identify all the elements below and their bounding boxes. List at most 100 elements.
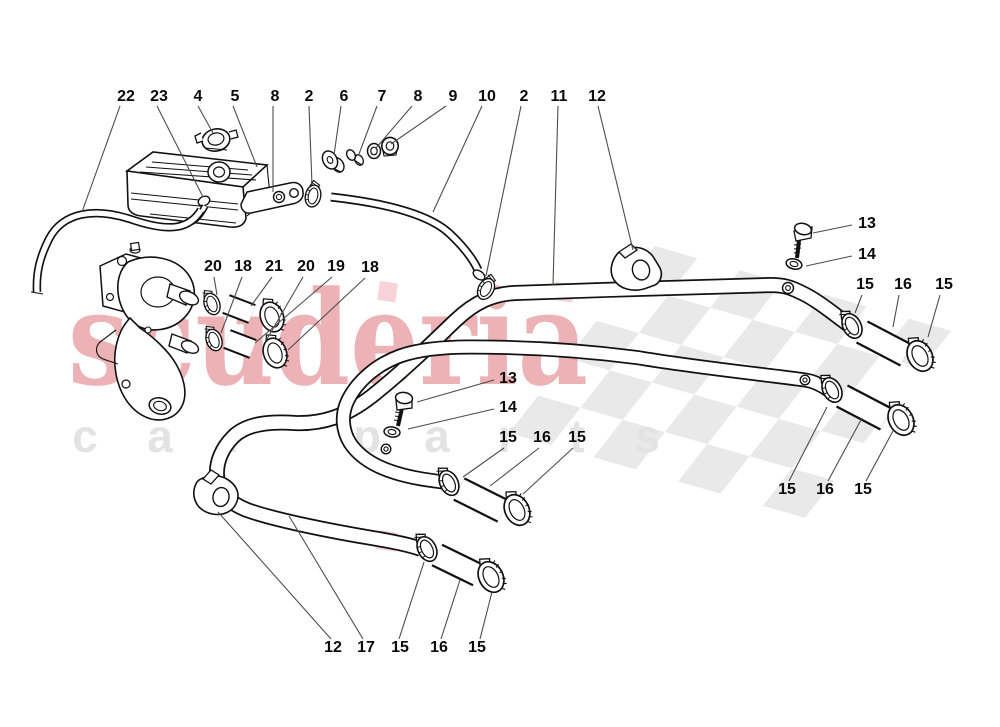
callout-leader-line [217, 511, 332, 640]
part-number-label: 12 [588, 88, 606, 105]
callout-leader-line [827, 417, 863, 482]
part-number-label: 18 [234, 258, 252, 275]
callout-leader-line [854, 294, 863, 314]
fitting-7 [345, 149, 365, 166]
flag-cell [508, 395, 581, 446]
part-number-label: 15 [568, 429, 586, 446]
part-number-label: 16 [430, 639, 448, 656]
callout-leader-line [220, 276, 243, 334]
part-number-label: 18 [361, 259, 379, 276]
callout-leader-line [927, 294, 941, 338]
part-number-label: 19 [327, 258, 345, 275]
part-number-label: 15 [468, 639, 486, 656]
hose-22 [30, 207, 205, 295]
watermark-letter: c [72, 410, 98, 462]
callout-leader-line [254, 276, 333, 344]
part-number-label: 15 [499, 429, 517, 446]
callout-leader-line [812, 224, 853, 234]
callout-leader-line [398, 561, 425, 640]
part-number-label: 13 [858, 215, 876, 232]
pink-flag-cell [377, 281, 398, 303]
diagram-art [30, 128, 941, 599]
part-number-label: 20 [297, 258, 315, 275]
part-number-label: 10 [478, 88, 496, 105]
watermark-letter: t [569, 410, 584, 462]
callout-leader-line [552, 105, 559, 286]
pipe-eyelet [380, 281, 811, 455]
part-number-label: 15 [935, 276, 953, 293]
fitting-6 [321, 150, 345, 173]
callout-leader-line [288, 515, 364, 640]
callout-leader-line [440, 579, 461, 640]
pump-hose-upper-21 [198, 286, 291, 338]
callout-leader-line [479, 591, 493, 640]
pipe-clip-12a [610, 243, 663, 291]
part-number-label: 16 [816, 481, 834, 498]
part-number-label: 15 [854, 481, 872, 498]
callout-leader-line [522, 447, 574, 495]
sleeve-assembly-upper-right [834, 305, 941, 378]
part-number-label: 2 [305, 88, 314, 105]
callout-leader-line [358, 105, 378, 155]
callout-leader-line [250, 276, 273, 307]
callout-leader-line [266, 276, 304, 340]
callout-leader-line [597, 105, 634, 251]
callout-leader-line [333, 105, 342, 156]
callout-leader-line [232, 105, 258, 168]
callout-leader-line [462, 447, 505, 478]
expansion-tank [124, 151, 304, 228]
part-number-label: 16 [533, 429, 551, 446]
part-number-label: 17 [357, 639, 375, 656]
callout-leader-line [81, 105, 121, 213]
callout-leader-line [375, 105, 413, 149]
part-number-label: 11 [551, 88, 568, 105]
callout-leader-line [805, 255, 853, 267]
water-pipe-11 [208, 276, 857, 557]
callout-leader-line [416, 379, 495, 403]
bolt-13b [393, 391, 414, 427]
part-number-label: 14 [858, 246, 876, 263]
flag-cell [665, 394, 737, 445]
water-pipe-lower [335, 339, 835, 490]
sleeve-assembly-bottom [410, 528, 512, 599]
part-number-label: 21 [265, 258, 283, 275]
flag-cell [638, 295, 711, 346]
part-number-label: 6 [340, 88, 349, 105]
callout-leader-line [213, 276, 218, 296]
part-number-label: 7 [378, 88, 387, 105]
callout-leader-line [156, 105, 204, 198]
water-pump [95, 241, 200, 421]
flag-cell [723, 319, 795, 370]
flag-cell [749, 418, 822, 469]
callout-leader-line [892, 294, 900, 328]
part-number-label: 15 [778, 481, 796, 498]
part-number-label: 5 [231, 88, 240, 105]
callout-leader-line [197, 105, 214, 134]
washer-14a [785, 258, 803, 270]
part-number-label: 9 [449, 88, 458, 105]
hose-10 [330, 192, 486, 281]
flag-cell [593, 419, 666, 470]
bolt-13a [793, 222, 813, 259]
part-number-label: 14 [499, 399, 517, 416]
watermark-letter: s [634, 410, 660, 462]
flag-cell [762, 468, 835, 518]
callout-leader-line [308, 105, 313, 186]
filler-cap-4 [194, 128, 239, 152]
sleeve-assembly-mid-right [814, 369, 922, 442]
part-number-label: 15 [391, 639, 409, 656]
hose-clamp-15 [879, 394, 922, 442]
callout-leader-line [788, 406, 828, 482]
part-number-label: 22 [117, 88, 135, 105]
part-number-label: 2 [520, 88, 529, 105]
pump-hose-lower-19 [200, 322, 294, 374]
washer-14b [383, 426, 401, 438]
callout-leader-line [489, 447, 540, 487]
sleeve-assembly-center [432, 462, 538, 532]
tank-fitting-23 [197, 195, 211, 207]
part-number-label: 20 [204, 258, 222, 275]
watermark-letter: a [424, 410, 450, 462]
